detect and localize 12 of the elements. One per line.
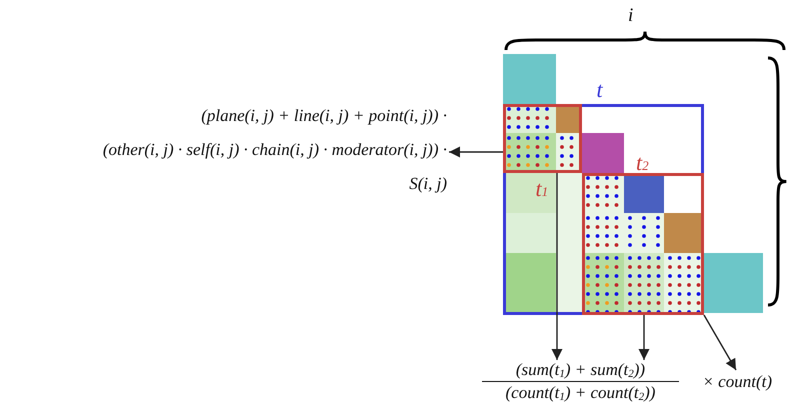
fraction-denominator: (count(t$_{1}$) + count(t$_{2}$)) <box>504 382 656 404</box>
region-label: t <box>596 79 603 101</box>
arrow <box>638 315 650 360</box>
arrow <box>449 146 503 158</box>
arrow <box>552 173 562 360</box>
formula-text: × count(t) <box>702 372 772 392</box>
formula-text: (other(i, j) · self(i, j) · chain(i, j) · moderator(i, j)) · <box>102 140 447 160</box>
formula-text: S(i, j) <box>409 174 447 194</box>
formula-text: (plane(i, j) + line(i, j) + point(i, j)) · <box>201 106 447 126</box>
arrow <box>703 314 737 370</box>
fraction-numerator: (sum(t$_{1}$) + sum(t$_{2}$)) <box>482 359 679 382</box>
brace-label: i <box>628 5 634 27</box>
